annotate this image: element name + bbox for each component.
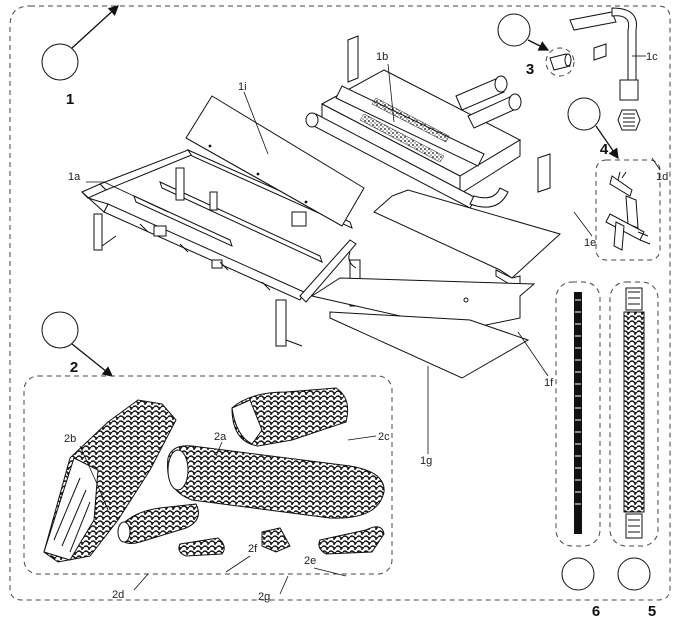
callout-6-number: 6 — [592, 603, 600, 620]
log-small-3 — [261, 527, 291, 553]
callout-4-number: 4 — [600, 141, 609, 158]
callout-2-number: 2 — [70, 359, 78, 376]
grate-frame — [81, 148, 361, 347]
callout-3-number: 3 — [526, 61, 534, 78]
floor-pan — [329, 311, 530, 379]
label-1b: 1b — [376, 51, 388, 63]
label-2d: 2d — [112, 589, 124, 601]
callout-5: 5 — [609, 281, 659, 620]
callout-1: 1 — [41, 5, 119, 108]
label-1e: 1e — [584, 237, 596, 249]
callout-2: 2 — [41, 311, 114, 377]
label-2b: 2b — [64, 433, 76, 445]
label-1f: 1f — [544, 377, 554, 389]
ember-shield — [185, 95, 365, 227]
logs — [43, 387, 385, 563]
assembly-border — [9, 5, 671, 601]
log-2a — [167, 445, 385, 519]
label-2a: 2a — [214, 431, 227, 443]
label-2e: 2e — [304, 555, 316, 567]
log-small-1 — [117, 503, 199, 544]
label-1a: 1a — [68, 171, 81, 183]
log-small-4 — [318, 526, 385, 555]
label-1d: 1d — [656, 171, 668, 183]
label-2c: 2c — [378, 431, 390, 443]
callout-4: 4 — [567, 97, 661, 261]
callout-1-number: 1 — [66, 91, 74, 108]
label-2g: 2g — [258, 591, 270, 603]
label-1i: 1i — [238, 81, 247, 93]
log-small-2 — [178, 537, 225, 557]
callout-6: 6 — [555, 281, 601, 620]
callout-3: 3 — [497, 13, 575, 78]
label-1c: 1c — [646, 51, 658, 63]
label-1g: 1g — [420, 455, 432, 467]
part-labels: 1a 1i 1b 1c 1d 1e 1f 1g 2a 2b 2c 2d — [64, 51, 668, 603]
burner-assembly — [305, 35, 561, 291]
callout-5-number: 5 — [648, 603, 656, 620]
gas-supply-tube — [569, 7, 641, 131]
log-set-box — [23, 375, 393, 575]
label-2f: 2f — [248, 543, 258, 555]
